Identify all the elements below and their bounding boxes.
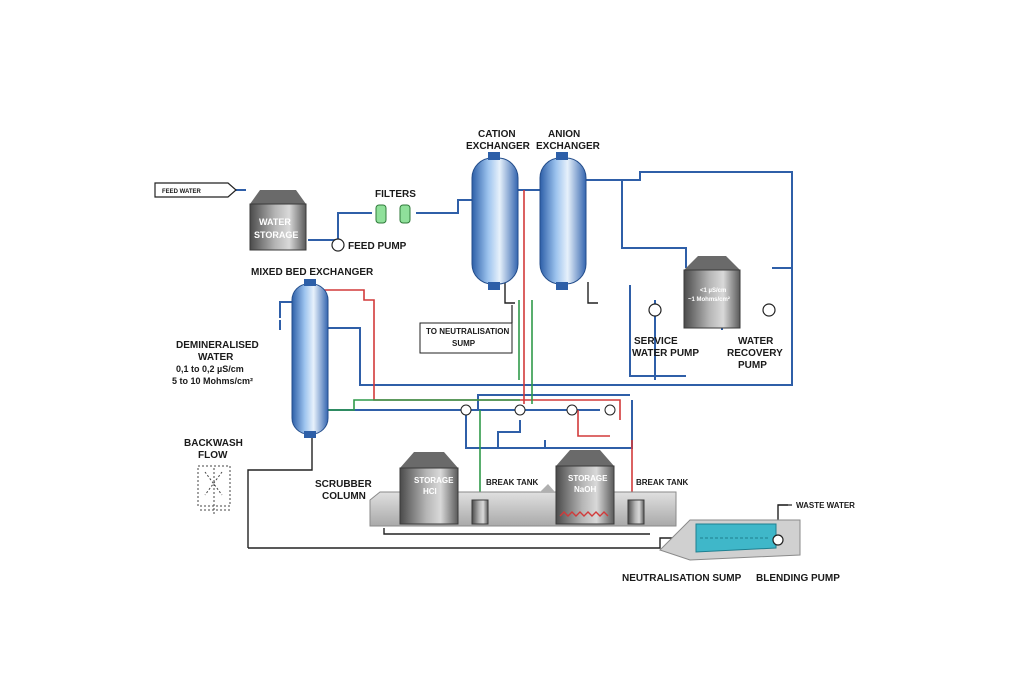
break-tank-2: BREAK TANK (627, 478, 689, 525)
heater-coil-icon (559, 511, 609, 517)
demin-label-line3: 0,1 to 0,2 µS/cm (176, 364, 244, 374)
demin-label-line4: 5 to 10 Mohms/cm² (172, 376, 253, 386)
water-storage-label-line2: STORAGE (254, 230, 298, 240)
mixed-bed-label: MIXED BED EXCHANGER (251, 267, 374, 278)
recovery-pump-label-line3: PUMP (738, 360, 767, 371)
backwash-schematic-icon (197, 465, 231, 515)
recovery-pump-icon (762, 303, 776, 317)
cation-exchanger: CATION EXCHANGER (466, 129, 531, 290)
backwash-label-line1: BACKWASH (184, 438, 243, 449)
scrubber-label-line2: COLUMN (322, 491, 366, 502)
recovery-pump-label-line2: RECOVERY (727, 348, 783, 359)
neutralisation-sump-label: NEUTRALISATION SUMP (622, 573, 742, 584)
to-neutralisation-line2: SUMP (452, 339, 476, 348)
filters-label: FILTERS (375, 189, 416, 200)
storage-naoh-label-line1: STORAGE (568, 474, 608, 483)
feed-pump-icon (331, 238, 345, 252)
cation-label-line1: CATION (478, 129, 516, 140)
storage-hcl-tank: STORAGE HCl (399, 452, 459, 525)
waste-water-label: WASTE WATER (796, 501, 855, 510)
feed-water-label: FEED WATER (162, 189, 202, 195)
break-tank-1-label: BREAK TANK (486, 478, 539, 487)
storage-naoh-tank: STORAGE NaOH (555, 450, 615, 525)
filter-2-icon (399, 204, 411, 224)
cation-label-line2: EXCHANGER (466, 141, 531, 152)
filters: FILTERS (375, 189, 416, 224)
demin-label-line2: WATER (198, 352, 234, 363)
anion-label-line1: ANION (548, 129, 580, 140)
mixed-bed-exchanger: MIXED BED EXCHANGER (251, 267, 374, 438)
demineralised-water-outlet: DEMINERALISED WATER 0,1 to 0,2 µS/cm 5 t… (172, 340, 259, 386)
to-neutralisation-sump-box: TO NEUTRALISATION SUMP (419, 305, 513, 354)
acid-pipes (318, 190, 633, 492)
feed-pump-label: FEED PUMP (348, 241, 407, 252)
acid-pump-icon (460, 404, 472, 416)
water-storage-label-line1: WATER (259, 217, 291, 227)
regen-pump-icon (566, 404, 578, 416)
service-water-tank: <1 µS/cm ~1 Mohms/cm² (683, 256, 741, 329)
anion-label-line2: EXCHANGER (536, 141, 601, 152)
blending-pump-label: BLENDING PUMP (756, 573, 840, 584)
backwash-flow: BACKWASH FLOW (184, 438, 243, 515)
service-pump-label-line2: WATER PUMP (632, 348, 699, 359)
break-tank-2-label: BREAK TANK (636, 478, 689, 487)
demin-label-line1: DEMINERALISED (176, 340, 259, 351)
feed-water-inlet: FEED WATER (154, 182, 237, 198)
caustic-pump-icon (514, 404, 526, 416)
filter-1-icon (375, 204, 387, 224)
feed-pump: FEED PUMP (331, 238, 407, 252)
scrubber-label-line1: SCRUBBER (315, 479, 372, 490)
storage-hcl-label-line1: STORAGE (414, 476, 454, 485)
tank-spec-line1: <1 µS/cm (700, 288, 726, 294)
backwash-label-line2: FLOW (198, 450, 228, 461)
neutralisation-sump (659, 519, 801, 561)
service-pump-label-line1: SERVICE (634, 336, 678, 347)
storage-hcl-label-line2: HCl (423, 487, 437, 496)
storage-naoh-label-line2: NaOH (574, 485, 596, 494)
recovery-pump-label-line1: WATER (738, 336, 774, 347)
blending-pump-icon (772, 534, 784, 546)
tank-spec-line2: ~1 Mohms/cm² (688, 296, 730, 303)
water-storage-tank: WATER STORAGE (249, 190, 307, 251)
break-tank-1: BREAK TANK (471, 478, 539, 525)
dosing-pump-icon (604, 404, 616, 416)
service-pump-icon (648, 303, 662, 317)
to-neutralisation-line1: TO NEUTRALISATION (426, 327, 509, 336)
caustic-pipes (324, 300, 533, 492)
anion-exchanger: ANION EXCHANGER (536, 129, 601, 290)
